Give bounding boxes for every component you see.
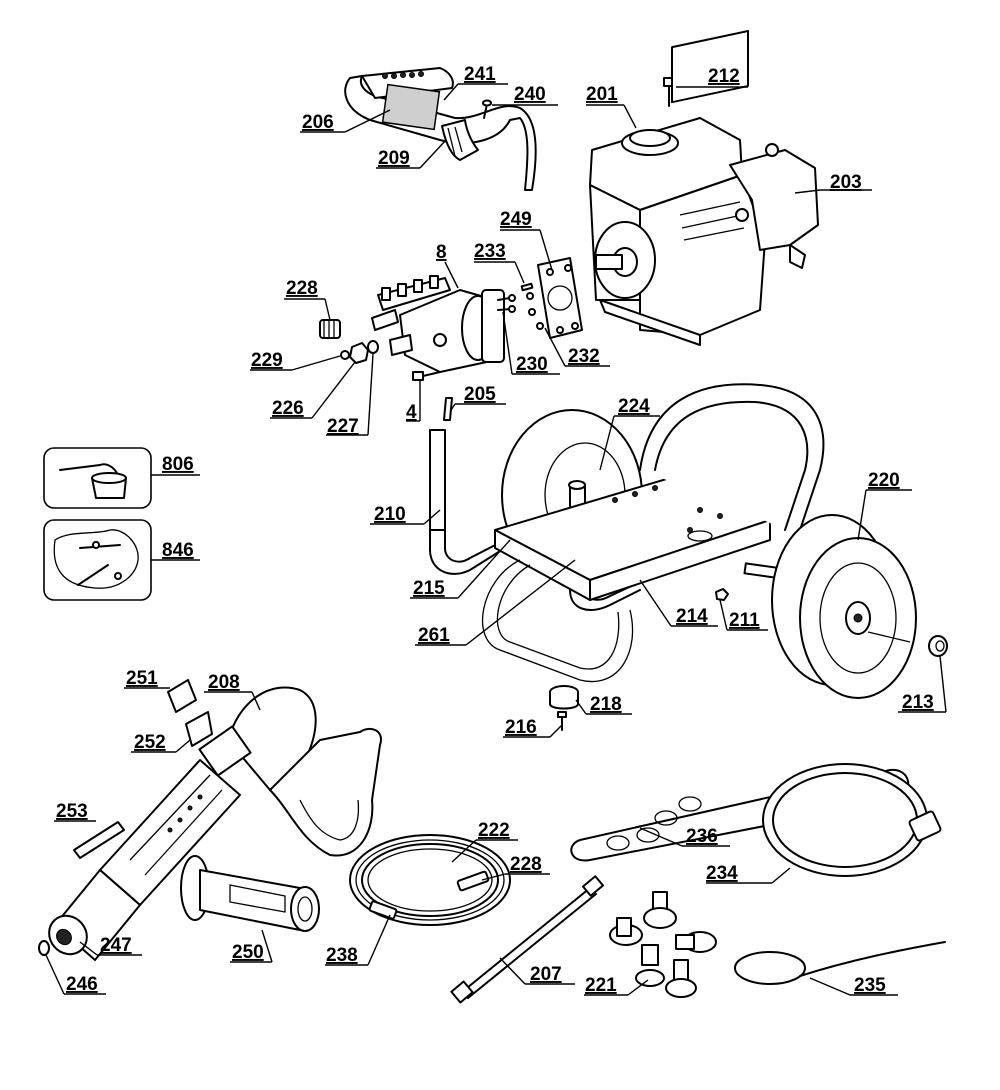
callout-8: 8 bbox=[436, 242, 447, 263]
label-251 bbox=[167, 679, 197, 713]
handle-assembly bbox=[344, 67, 537, 191]
label-253 bbox=[73, 821, 125, 859]
callout-210: 210 bbox=[374, 504, 406, 525]
callout-212: 212 bbox=[708, 66, 740, 87]
callout-216: 216 bbox=[505, 717, 537, 738]
nut-211 bbox=[715, 588, 729, 601]
inset-846-kit bbox=[43, 519, 152, 601]
clip-205 bbox=[443, 397, 453, 421]
callout-246: 246 bbox=[66, 974, 98, 995]
callout-233: 233 bbox=[474, 241, 506, 262]
bolt-4 bbox=[412, 371, 441, 381]
callout-250: 250 bbox=[232, 942, 264, 963]
callout-247: 247 bbox=[100, 935, 132, 956]
frame-assembly bbox=[429, 383, 825, 683]
hose-234 bbox=[762, 763, 942, 877]
callout-207: 207 bbox=[530, 964, 562, 985]
cap-213 bbox=[928, 635, 948, 657]
side-handle-250 bbox=[180, 855, 320, 932]
label-252 bbox=[185, 711, 213, 747]
callout-208: 208 bbox=[208, 672, 240, 693]
callout-215: 215 bbox=[413, 578, 445, 599]
callout-846: 846 bbox=[162, 540, 194, 561]
callout-224: 224 bbox=[618, 396, 650, 417]
bolts-230 bbox=[497, 294, 516, 313]
callout-806: 806 bbox=[162, 454, 194, 475]
callout-226: 226 bbox=[272, 398, 304, 419]
callout-213: 213 bbox=[902, 692, 934, 713]
leader-lines bbox=[45, 83, 947, 996]
callout-209: 209 bbox=[378, 148, 410, 169]
callout-211: 211 bbox=[729, 610, 760, 631]
bolts-232 bbox=[526, 292, 544, 330]
callout-203: 203 bbox=[830, 172, 862, 193]
callout-205: 205 bbox=[464, 384, 496, 405]
fitting-228 bbox=[319, 319, 341, 339]
callout-220: 220 bbox=[868, 470, 900, 491]
callout-251: 251 bbox=[126, 668, 158, 689]
callout-252: 252 bbox=[134, 732, 166, 753]
callout-222: 222 bbox=[478, 820, 510, 841]
engine-201 bbox=[589, 29, 819, 346]
callout-labels: 212 201 241 240 206 209 203 249 8 233 22… bbox=[56, 64, 934, 996]
callout-214: 214 bbox=[676, 606, 708, 627]
screw-216 bbox=[557, 711, 567, 731]
screw-240 bbox=[482, 99, 492, 119]
oring-246 bbox=[38, 940, 50, 956]
inset-806-oil bbox=[43, 447, 152, 509]
callout-241: 241 bbox=[464, 64, 496, 85]
callout-221: 221 bbox=[585, 975, 617, 996]
spray-gun-208 bbox=[48, 686, 382, 961]
callout-229: 229 bbox=[251, 350, 283, 371]
fittings-229-226-227 bbox=[340, 340, 379, 364]
key-233 bbox=[520, 282, 534, 292]
nozzles-221 bbox=[609, 891, 717, 998]
callout-201: 201 bbox=[586, 84, 618, 105]
hose-coil-222 bbox=[349, 834, 511, 926]
pump-8 bbox=[371, 275, 505, 373]
callout-230: 230 bbox=[516, 354, 548, 375]
callout-238: 238 bbox=[326, 945, 358, 966]
callout-4: 4 bbox=[406, 402, 417, 423]
callout-236: 236 bbox=[686, 826, 718, 847]
wheel-220 bbox=[771, 514, 917, 699]
callout-232: 232 bbox=[568, 346, 600, 367]
callout-218: 218 bbox=[590, 694, 622, 715]
lance-207 bbox=[450, 875, 604, 1004]
callout-235: 235 bbox=[854, 975, 886, 996]
callout-261: 261 bbox=[418, 625, 450, 646]
callout-227: 227 bbox=[327, 416, 359, 437]
callout-206: 206 bbox=[302, 112, 334, 133]
callout-234: 234 bbox=[706, 863, 738, 884]
callout-228b: 228 bbox=[510, 854, 542, 875]
callout-253: 253 bbox=[56, 801, 88, 822]
callout-249: 249 bbox=[500, 209, 532, 230]
wire-235 bbox=[734, 941, 946, 985]
plate-249 bbox=[537, 257, 583, 339]
foot-218 bbox=[549, 685, 579, 710]
callout-228a: 228 bbox=[286, 278, 318, 299]
callout-240: 240 bbox=[514, 84, 546, 105]
